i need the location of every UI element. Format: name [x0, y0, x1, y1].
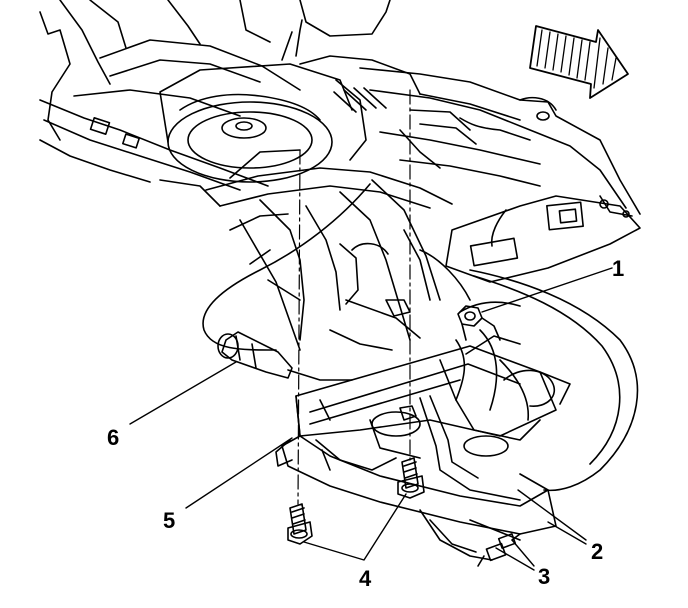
callout-4-label: 4: [359, 566, 372, 591]
bolt-right: [397, 457, 425, 499]
leader-3a: [495, 547, 535, 571]
leader-3b: [511, 539, 535, 567]
installation-centerlines: [297, 89, 411, 505]
hose-tube: [217, 331, 353, 381]
leader-2b: [547, 521, 587, 545]
callout-5-label: 5: [163, 508, 176, 533]
wiring-harness: [202, 183, 639, 492]
leader-6: [129, 361, 237, 425]
leader-1: [481, 267, 613, 313]
vehicle-underbody: [39, 0, 641, 351]
leader-lines: [129, 267, 613, 571]
callout-1-label: 1: [612, 256, 625, 281]
fastener-nut: [457, 305, 501, 341]
front-arrow-icon: [529, 25, 629, 99]
callout-6-label: 6: [107, 425, 120, 450]
leader-2a: [517, 489, 587, 541]
callout-2-label: 2: [591, 539, 604, 564]
leader-5: [185, 437, 293, 509]
heat-shield-bracket: [275, 329, 571, 535]
bolt-left: [287, 503, 313, 545]
electrical-connectors: [419, 509, 521, 567]
leader-4: [303, 493, 407, 561]
callout-3-label: 3: [538, 564, 551, 589]
